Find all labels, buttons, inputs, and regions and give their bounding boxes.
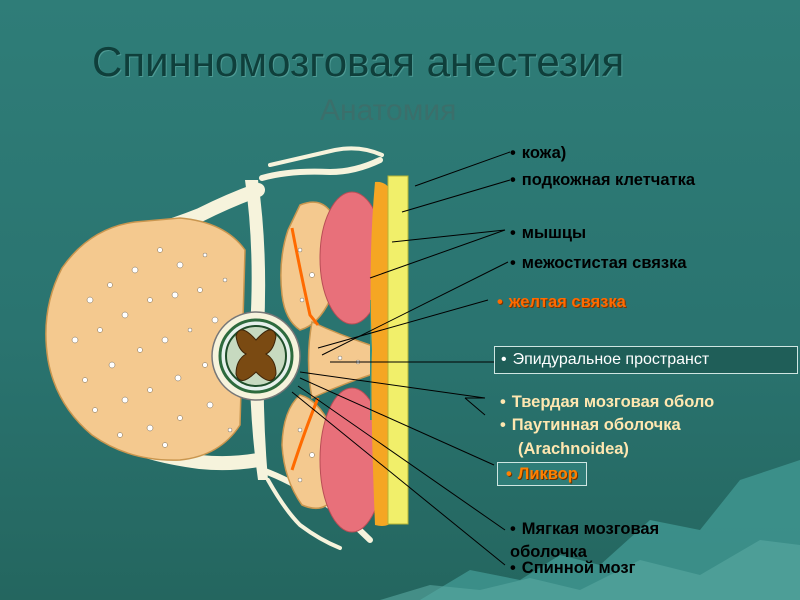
bone-speckles: [71, 247, 361, 483]
vertebral-body: [45, 217, 246, 461]
leader-lines: [291, 151, 511, 566]
label-arachnoid-latin: (Arachnoidea): [518, 440, 629, 458]
label-pia-line2: оболочка: [510, 543, 587, 561]
background-mountains: [420, 460, 800, 600]
slide-title: Спинномозговая анестезия: [92, 38, 625, 85]
label-muscles: •мышцы: [510, 224, 587, 242]
yellow-ligament: [290, 227, 320, 326]
label-subcutaneous: •подкожная клетчатка: [510, 171, 696, 189]
grey-matter: [235, 329, 277, 381]
label-spinal-cord: •Спинной мозг: [510, 559, 636, 577]
slide-subtitle: Анатомия: [320, 94, 457, 127]
skin-layer: [387, 175, 409, 525]
label-arachnoid: •Паутинная оболочка: [500, 416, 681, 434]
label-interspinous: •межостистая связка: [510, 254, 687, 272]
spinous-process: [307, 320, 397, 400]
background-mountains-front: [380, 540, 800, 600]
label-pia: •Мягкая мозговая: [510, 520, 660, 538]
yellow-ligament-lower: [290, 397, 320, 471]
label-dura: •Твердая мозговая оболо: [500, 393, 715, 411]
label-yellow-ligament: •желтая связка: [497, 293, 626, 311]
label-csf: •Ликвор: [497, 462, 587, 487]
label-skin: •кожа): [510, 144, 567, 162]
label-epidural: •Эпидуральное пространст: [494, 346, 798, 374]
